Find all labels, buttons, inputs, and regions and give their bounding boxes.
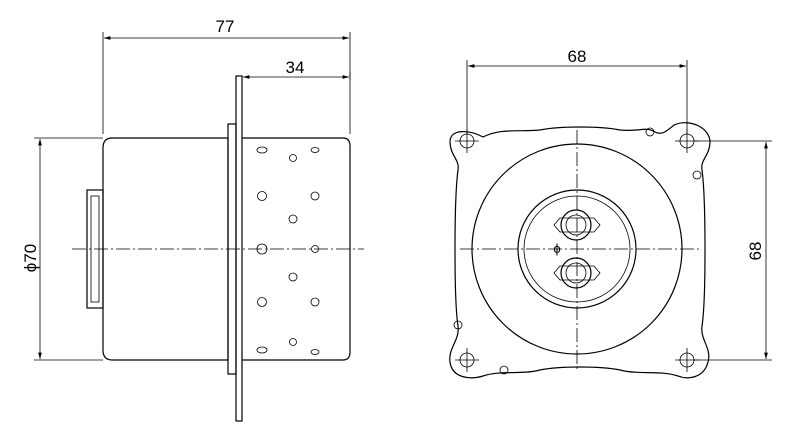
dim-overall-length: 77 bbox=[216, 17, 235, 36]
flange-outline bbox=[449, 122, 711, 379]
side-view: 77 34 ϕ70 bbox=[21, 17, 364, 422]
front-view: ϕ 68 68 bbox=[449, 47, 772, 379]
brush-holder-bottom bbox=[553, 257, 601, 289]
dim-body-diameter: ϕ70 bbox=[21, 244, 40, 272]
center-phi-mark: ϕ bbox=[553, 241, 560, 256]
dim-hole-spacing-horizontal: 68 bbox=[568, 47, 587, 66]
brush-holder-top bbox=[553, 209, 601, 241]
motor-body-outline bbox=[102, 137, 229, 361]
dim-hole-spacing-vertical: 68 bbox=[746, 242, 765, 261]
vent-holes bbox=[256, 146, 320, 355]
dim-flange-to-end: 34 bbox=[286, 58, 305, 77]
